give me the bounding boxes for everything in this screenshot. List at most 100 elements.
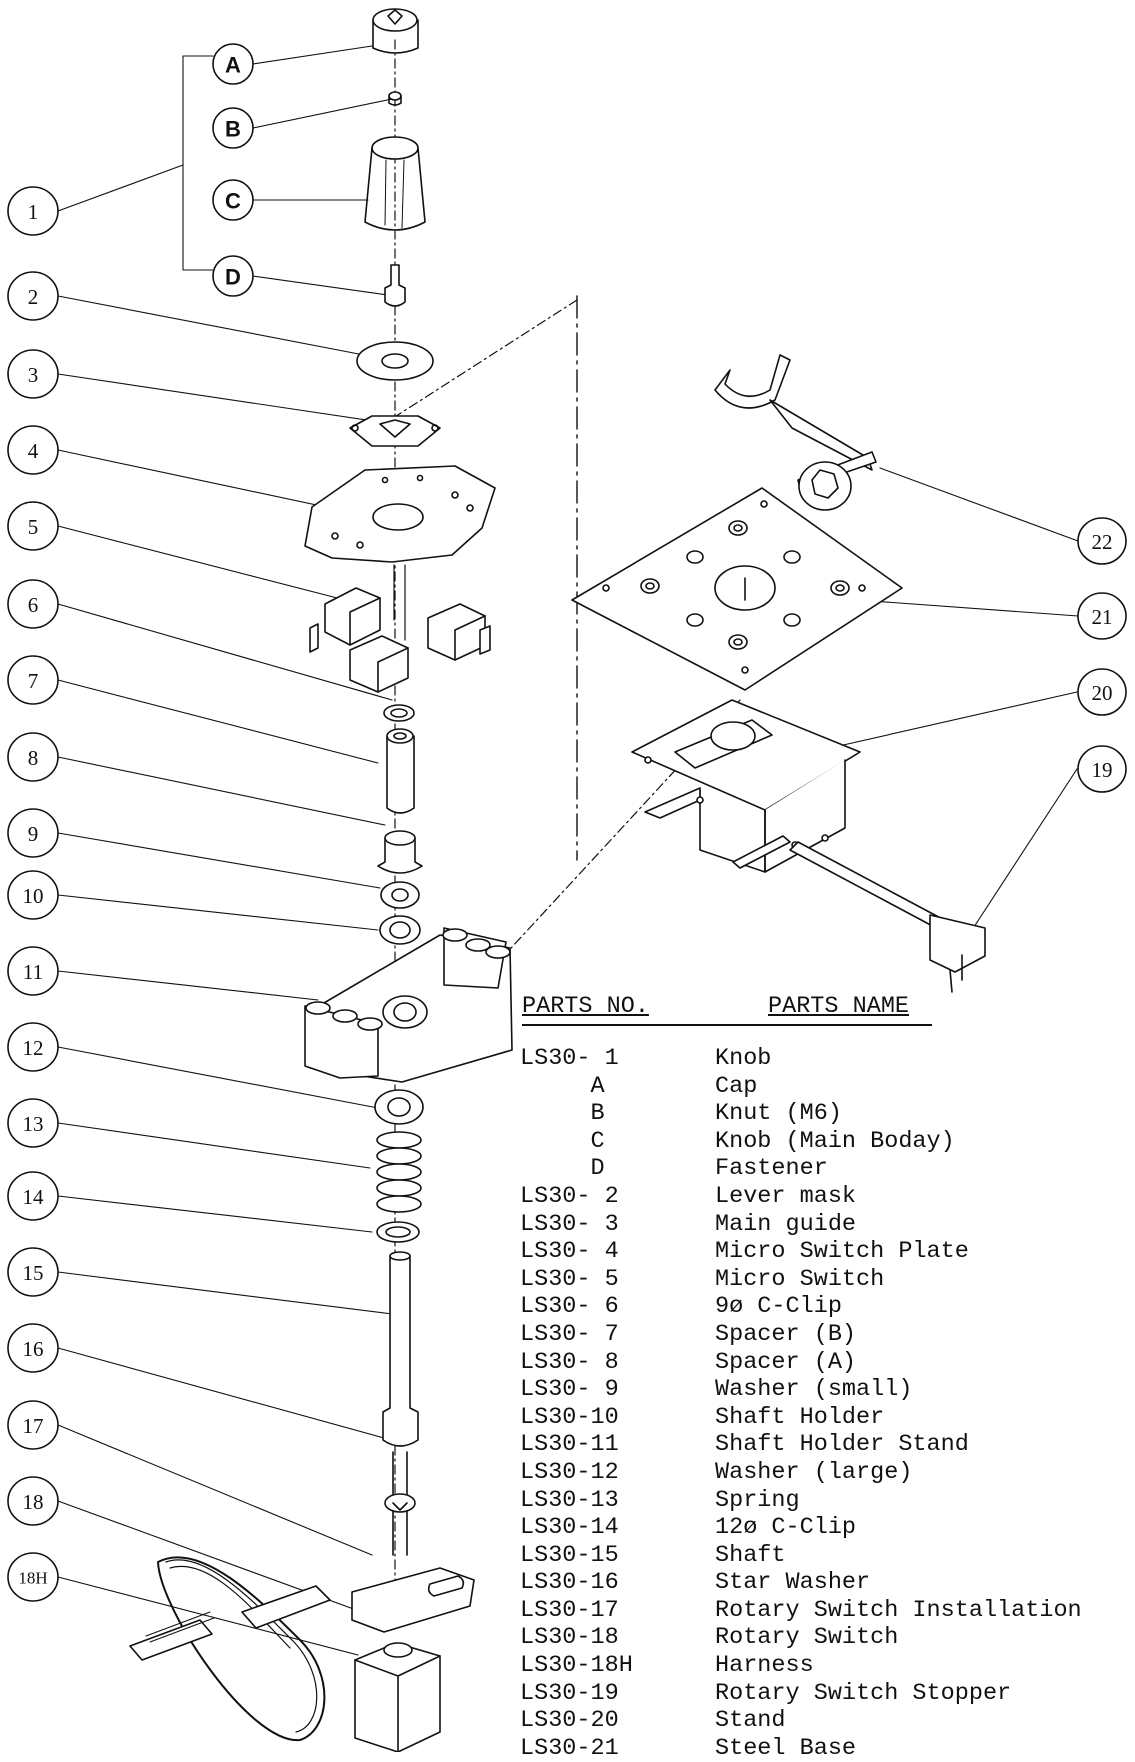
part-name: Micro Switch Plate [715,1238,969,1266]
rotary-switch-plate [351,1567,475,1633]
part-name: Micro Switch [715,1265,885,1293]
part-name: 9ø C-Clip [715,1293,842,1321]
lever-part-22 [714,354,877,511]
micro-switches [309,564,491,693]
washer-small [380,881,420,909]
callout-9: 9 [28,822,39,846]
part-no: LS30-14 [520,1514,619,1542]
shaft-holder-stand [304,927,513,1083]
part-no: LS30-12 [520,1458,619,1486]
part-name: 12ø C-Clip [715,1514,857,1542]
c-clip-9mm [383,704,415,722]
part-no: LS30-10 [520,1403,619,1431]
parts-row: LS30- 7 Spacer (B) [520,1321,1135,1349]
parts-row: A Cap [520,1073,1135,1101]
callout-13: 13 [23,1112,44,1136]
micro-switch-plate [304,465,496,563]
washer-large [374,1089,424,1125]
part-no: LS30- 5 [520,1265,619,1293]
part-name: Washer (large) [715,1458,913,1486]
part-no: LS30- 6 [520,1293,619,1321]
part-name: Harness [715,1652,814,1680]
main-guide [349,415,441,447]
callout-22: 22 [1092,530,1113,554]
part-name: Shaft Holder Stand [715,1431,969,1459]
callout-16: 16 [23,1337,44,1361]
knob-body-C [364,136,426,231]
callout-18h: 18H [18,1569,47,1588]
callout-17: 17 [23,1414,44,1438]
part-name: Star Washer [715,1569,871,1597]
part-name: Steel Base [715,1734,857,1762]
part-no: LS30- 4 [520,1238,619,1266]
part-name: Stand [715,1707,786,1735]
part-name: Fastener [715,1155,828,1183]
parts-row: LS30-17 Rotary Switch Installation [520,1597,1135,1625]
parts-row: LS30-12 Washer (large) [520,1459,1135,1487]
knob-fastener-D [384,264,406,307]
stand [631,699,861,873]
spring [376,1131,422,1213]
callout-markers [7,43,1127,1602]
part-name: Spacer (B) [715,1320,857,1348]
part-no: LS30-11 [520,1431,619,1459]
callout-10: 10 [23,884,44,908]
part-no: A [520,1072,605,1100]
parts-row: LS30-11 Shaft Holder Stand [520,1431,1135,1459]
part-no: LS30-17 [520,1596,619,1624]
part-no: LS30-15 [520,1541,619,1569]
callout-12: 12 [23,1036,44,1060]
parts-row: LS30- 4 Micro Switch Plate [520,1238,1135,1266]
header-rule [522,1024,932,1026]
lever-mask [356,341,434,381]
part-no: LS30- 9 [520,1376,619,1404]
part-no: B [520,1100,605,1128]
callout-14: 14 [23,1185,45,1209]
callout-texts: 1 2 3 4 5 6 7 8 9 10 11 12 13 14 15 16 1… [18,53,1112,1588]
part-name: Rotary Switch Installation [715,1596,1082,1624]
part-name: Cap [715,1072,758,1100]
header-parts-no: PARTS NO. [522,993,649,1020]
harness [129,1556,331,1742]
part-no: LS30- 8 [520,1348,619,1376]
part-no: LS30- 7 [520,1320,619,1348]
part-no: LS30-13 [520,1486,619,1514]
part-name: Main guide [715,1210,857,1238]
part-no: LS30-20 [520,1707,619,1735]
leader-lines [57,45,1079,1656]
callout-15: 15 [23,1261,44,1285]
parts-row: LS30- 9 Washer (small) [520,1376,1135,1404]
part-name: Knob [715,1045,772,1072]
callout-3: 3 [28,363,39,387]
part-name: Knob (Main Boday) [715,1127,955,1155]
callout-5: 5 [28,515,39,539]
callout-D: D [225,265,241,290]
steel-base [571,487,903,691]
part-name: Knut (M6) [715,1100,842,1128]
parts-table-header: PARTS NO. PARTS NAME [520,993,1135,1027]
callout-7: 7 [28,669,39,693]
callout-C: C [225,189,241,214]
part-no: C [520,1127,605,1155]
part-name: Rotary Switch Stopper [715,1679,1012,1707]
callout-20: 20 [1092,681,1113,705]
rotary-switch [354,1642,441,1752]
knob-cap-A [372,8,419,54]
part-no: LS30-16 [520,1569,619,1597]
knob-nut-B [388,91,402,106]
parts-row: LS30- 6 9ø C-Clip [520,1293,1135,1321]
parts-row: C Knob (Main Boday) [520,1128,1135,1156]
callout-1: 1 [28,200,39,224]
star-washer [384,1493,416,1513]
parts-row: LS30- 5 Micro Switch [520,1266,1135,1294]
part-name: Washer (small) [715,1376,913,1404]
